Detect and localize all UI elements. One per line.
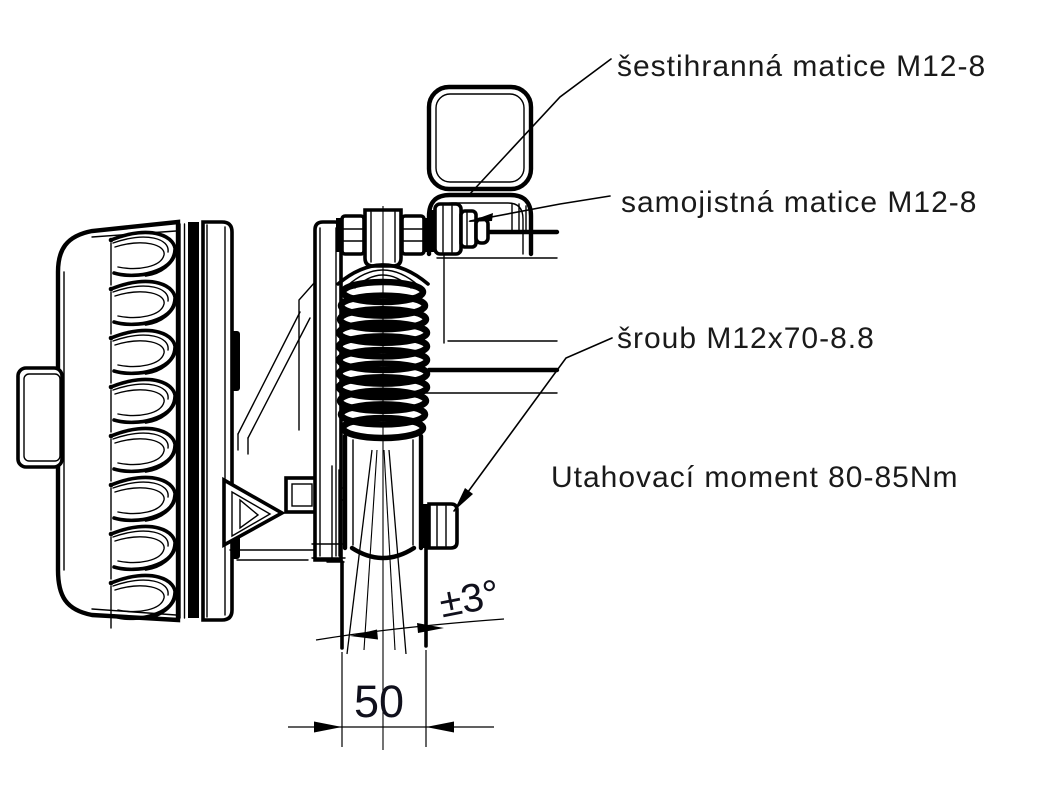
label-torque-note: Utahovací moment 80-85Nm bbox=[551, 461, 959, 494]
width-dimension-text: 50 bbox=[354, 676, 404, 727]
leader-hex-nut bbox=[467, 58, 612, 197]
centerline-and-tolerance bbox=[346, 206, 407, 750]
leader-lock-nut-arrow bbox=[468, 213, 493, 222]
axle-stub-inner bbox=[23, 373, 61, 462]
label-hex-nut: šestihranná matice M12-8 bbox=[617, 50, 986, 83]
bolt-stub bbox=[474, 217, 490, 245]
clamp-nut-cluster bbox=[429, 202, 490, 256]
hex-nut bbox=[433, 202, 463, 256]
mount-plate bbox=[420, 229, 560, 394]
width-dimension: 50 bbox=[288, 650, 494, 747]
bottom-bolt bbox=[421, 502, 459, 550]
wheel-arm-bracket bbox=[222, 281, 345, 561]
callouts: šestihranná matice M12-8 samojistná mati… bbox=[453, 50, 986, 512]
spring-bolt-washer bbox=[336, 218, 342, 252]
tolerance-line-left-inner bbox=[363, 449, 378, 651]
frame-tube bbox=[426, 84, 534, 192]
clamp-washer bbox=[429, 210, 435, 252]
angle-dimension: ±3° bbox=[315, 572, 505, 641]
arm-strut bbox=[237, 311, 301, 435]
label-bolt: šroub M12x70-8.8 bbox=[617, 322, 875, 355]
hub-tab bbox=[231, 331, 240, 391]
wheel-paddles bbox=[106, 230, 178, 630]
triangle-gusset-mid bbox=[231, 490, 272, 538]
dim-arrow-left bbox=[314, 721, 342, 733]
angle-arrow-left bbox=[350, 629, 378, 640]
frame-tube-outer bbox=[426, 84, 534, 192]
angle-arc bbox=[315, 618, 505, 641]
leader-bolt bbox=[453, 337, 613, 512]
triangle-gusset-inner bbox=[239, 498, 260, 530]
wheel-body-outline bbox=[55, 219, 181, 623]
dim-arrow-right bbox=[426, 721, 454, 733]
spring-bolt-washer bbox=[424, 218, 430, 252]
axle-stub bbox=[16, 366, 64, 469]
lock-nut bbox=[459, 209, 478, 249]
spring-bolt-nut-right bbox=[400, 214, 426, 256]
plate-echo-line bbox=[298, 281, 316, 431]
paddle-wheel bbox=[16, 219, 240, 630]
spring-bolt-nut-left bbox=[340, 214, 366, 256]
bolt-washer bbox=[421, 504, 429, 548]
bracket-plate bbox=[313, 220, 343, 562]
leader-lock-nut bbox=[469, 195, 611, 222]
bolt-head bbox=[427, 502, 459, 550]
label-lock-nut: samojistná matice M12-8 bbox=[621, 186, 977, 219]
leader-bolt-arrow bbox=[454, 488, 473, 511]
u-bolt-outer bbox=[426, 192, 534, 257]
arm-strut bbox=[247, 317, 311, 439]
angle-arrow-right bbox=[417, 623, 444, 633]
tolerance-line-right bbox=[388, 449, 407, 655]
coupler-block-inner bbox=[291, 483, 313, 507]
hub-dark-band bbox=[188, 222, 199, 618]
angle-tolerance-text: ±3° bbox=[436, 572, 503, 627]
bracket-plate-outline bbox=[313, 220, 343, 562]
tolerance-line-left bbox=[346, 449, 373, 655]
tolerance-line-right-inner bbox=[383, 449, 396, 651]
